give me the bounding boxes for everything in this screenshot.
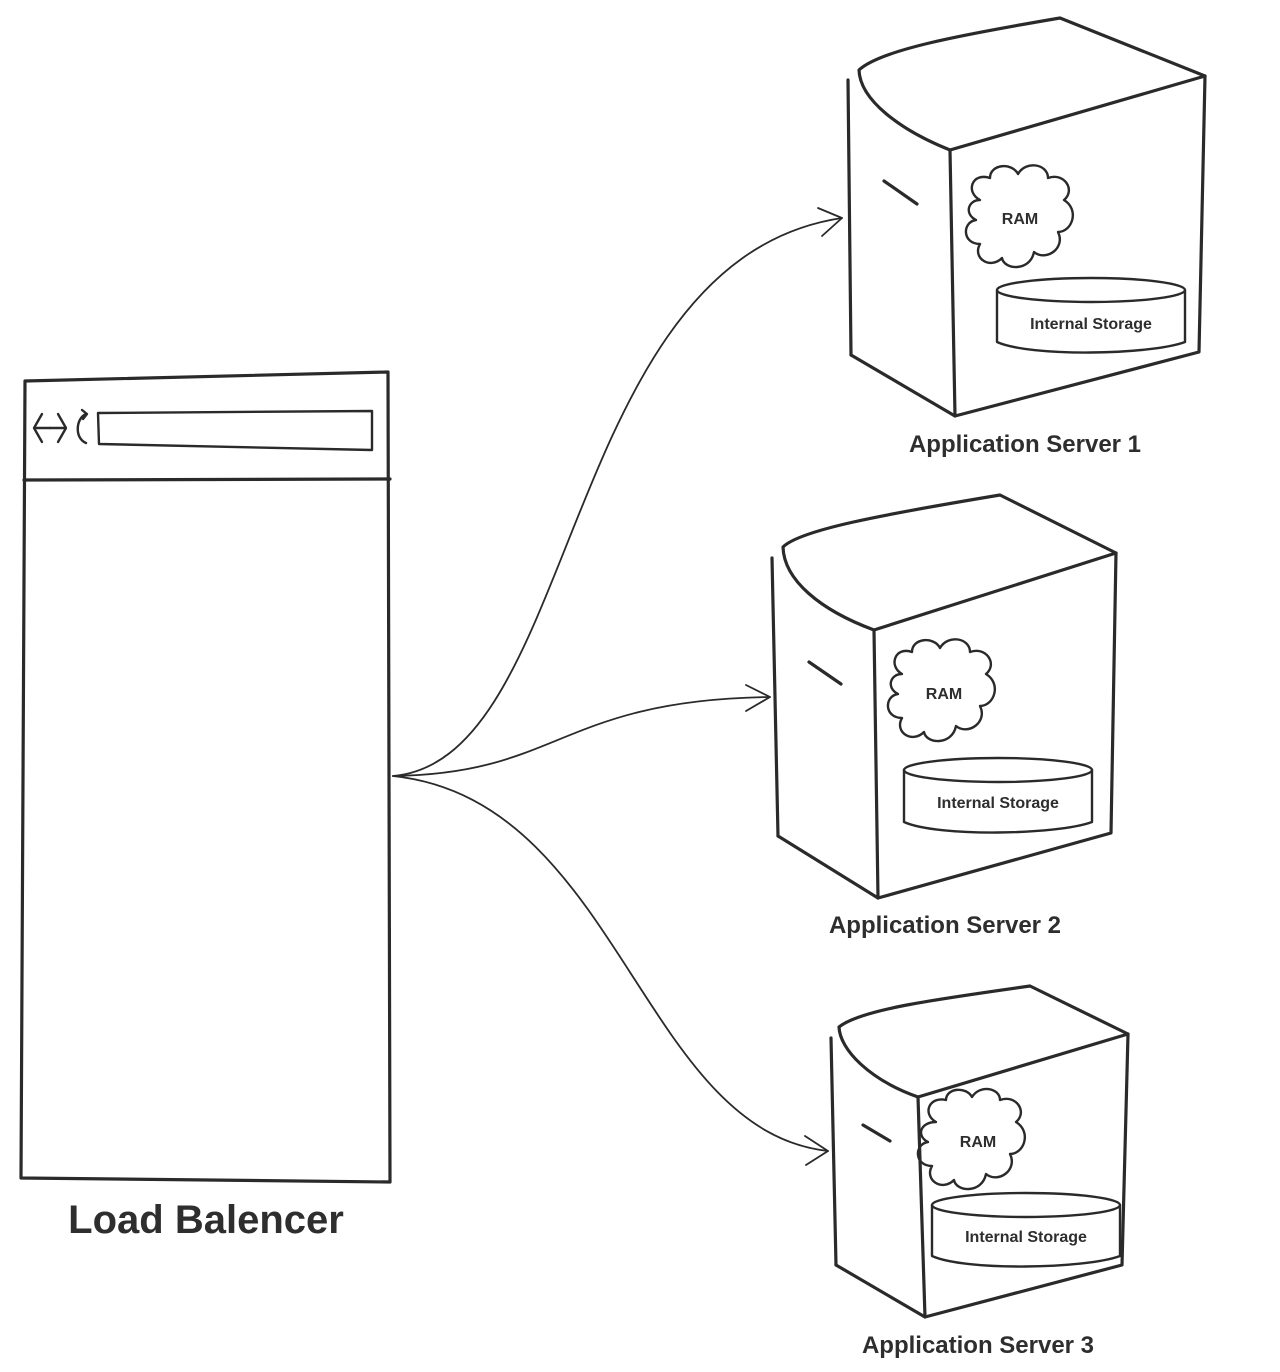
ram-chip bbox=[964, 164, 1075, 269]
load-balancer-header-divider bbox=[22, 477, 392, 482]
ram-chip bbox=[916, 1087, 1027, 1191]
server-box: RAM Internal Storage bbox=[846, 16, 1207, 418]
server-box: RAM Internal Storage bbox=[770, 493, 1118, 900]
ram-label: RAM bbox=[960, 1134, 996, 1151]
drive-slot bbox=[861, 1123, 892, 1143]
storage-disk bbox=[930, 1191, 1122, 1268]
application-server-1: RAM Internal Storage Application Server … bbox=[846, 16, 1207, 458]
forward-arrow-icon bbox=[48, 412, 68, 444]
drive-slot bbox=[882, 179, 919, 206]
server-box: RAM Internal Storage bbox=[829, 984, 1130, 1319]
connection-arrow-server-1 bbox=[392, 207, 843, 777]
connections bbox=[392, 207, 843, 1166]
ram-label: RAM bbox=[1002, 211, 1038, 228]
load-balancer-window bbox=[19, 370, 392, 1184]
reload-icon bbox=[76, 408, 89, 445]
back-arrow-icon bbox=[32, 412, 52, 444]
server-label: Application Server 1 bbox=[909, 431, 1141, 458]
storage-disk bbox=[995, 276, 1187, 354]
server-label: Application Server 2 bbox=[829, 912, 1061, 939]
load-balancer-node: Load Balencer bbox=[19, 370, 392, 1242]
ram-chip bbox=[886, 638, 997, 743]
load-balancer-label: Load Balencer bbox=[68, 1198, 344, 1242]
storage-label: Internal Storage bbox=[965, 1229, 1087, 1246]
storage-label: Internal Storage bbox=[937, 795, 1059, 812]
connection-arrow-server-3 bbox=[392, 775, 829, 1166]
application-server-3: RAM Internal Storage Application Server … bbox=[829, 984, 1130, 1359]
application-server-2: RAM Internal Storage Application Server … bbox=[770, 493, 1118, 939]
storage-disk bbox=[902, 756, 1094, 834]
address-bar bbox=[96, 409, 374, 452]
storage-label: Internal Storage bbox=[1030, 316, 1152, 333]
ram-label: RAM bbox=[926, 686, 962, 703]
connection-arrow-server-2 bbox=[392, 684, 771, 777]
drive-slot bbox=[807, 660, 843, 686]
server-label: Application Server 3 bbox=[862, 1332, 1094, 1359]
